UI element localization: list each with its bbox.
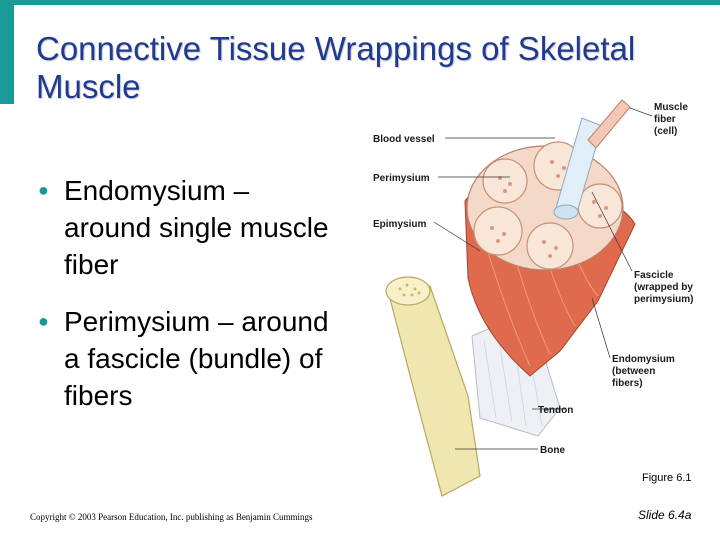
bone-illustration (385, 276, 481, 497)
accent-bar-left (0, 0, 14, 104)
bullet-text: Endomysium – around single muscle fiber (64, 175, 329, 280)
bullet-dot-icon: ● (38, 311, 49, 331)
label-bone: Bone (540, 445, 565, 456)
slide-title: Connective Tissue Wrappings of Skeletal … (36, 30, 636, 105)
accent-bar-top (14, 0, 720, 5)
bullet-endomysium: ● Endomysium – around single muscle fibe… (36, 172, 336, 283)
label-epimysium: Epimysium (373, 219, 426, 230)
bullet-text: Perimysium – around a fascicle (bundle) … (64, 306, 329, 411)
label-perimysium: Perimysium (373, 173, 430, 184)
label-blood-vessel: Blood vessel (373, 134, 435, 145)
figure-caption: Figure 6.1 (642, 472, 692, 484)
fascicle-cross-section (466, 141, 624, 271)
muscle-fiber-illustration (587, 99, 631, 149)
copyright-notice: Copyright © 2003 Pearson Education, Inc.… (30, 512, 313, 522)
leader-lines (433, 107, 653, 450)
label-tendon: Tendon (538, 405, 573, 416)
bullet-perimysium: ● Perimysium – around a fascicle (bundle… (36, 303, 336, 414)
bullet-list: ● Endomysium – around single muscle fibe… (36, 172, 336, 434)
bullet-dot-icon: ● (38, 180, 49, 200)
slide-number: Slide 6.4a (638, 508, 692, 522)
